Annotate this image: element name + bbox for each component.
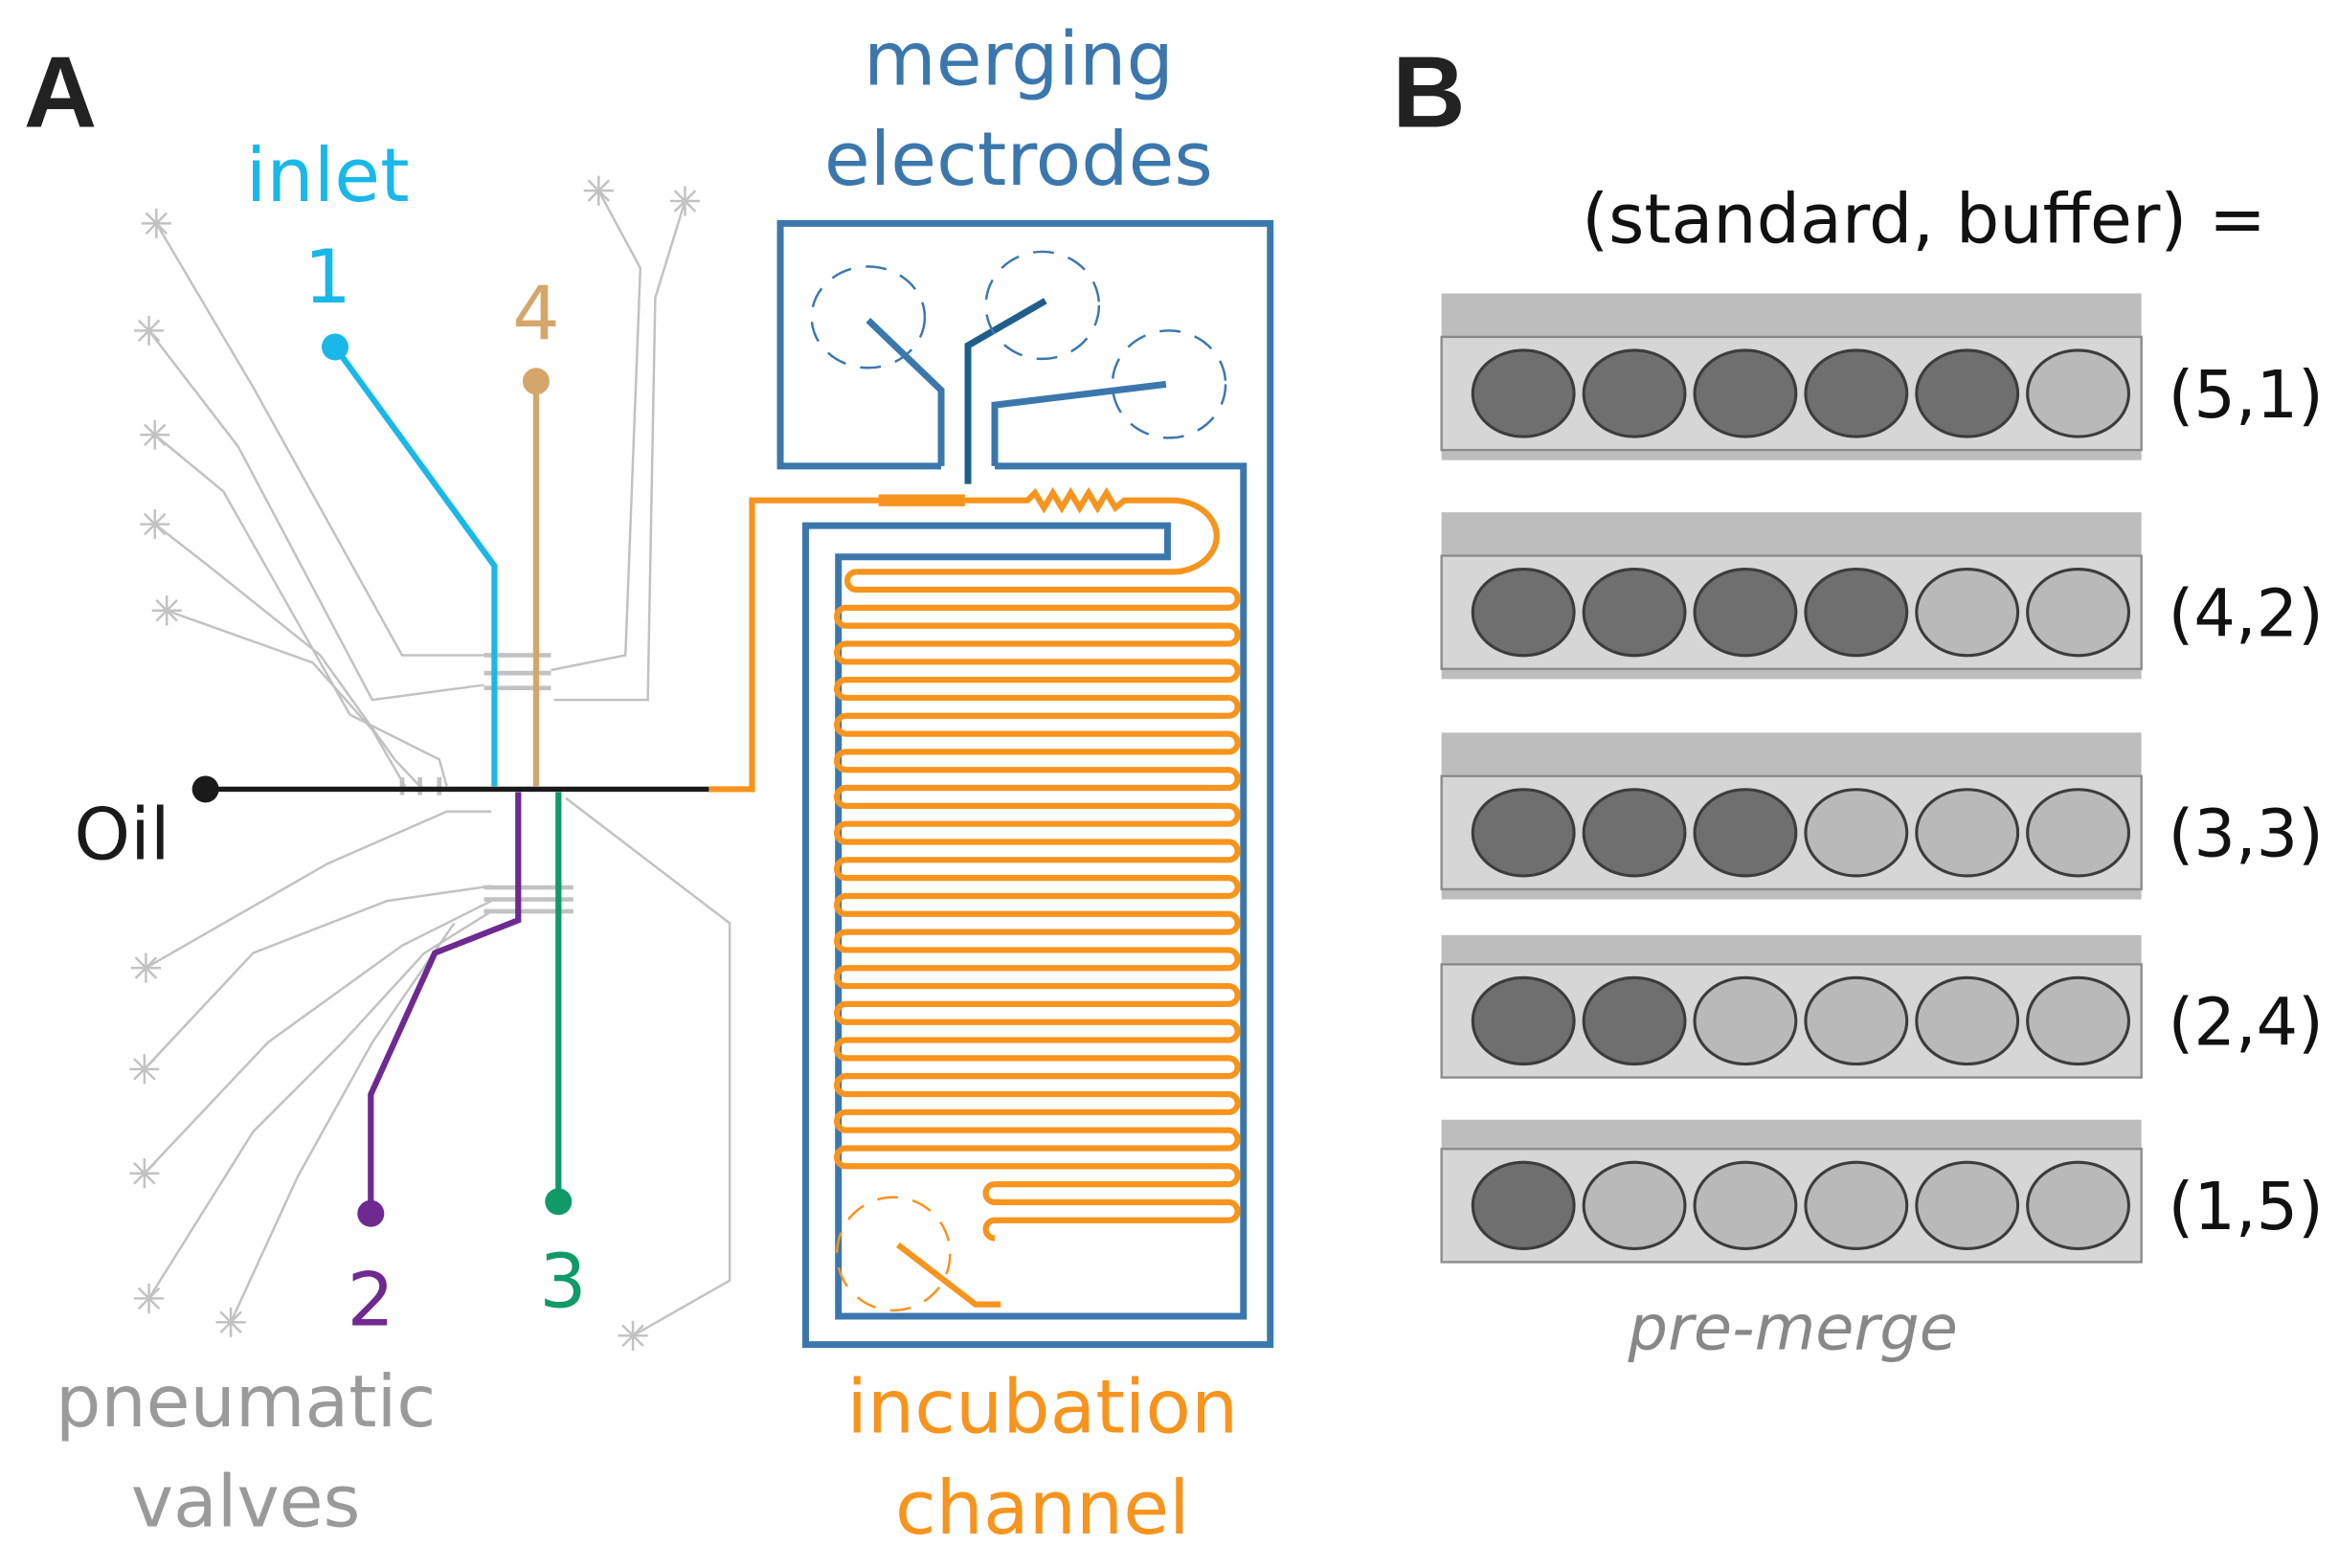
standard-droplet xyxy=(1471,567,1576,658)
incubation-channel xyxy=(708,486,1241,1308)
pneumatic-valve-stars xyxy=(129,175,701,1351)
panel-b-footer: pre-merge xyxy=(1628,1291,1958,1364)
inlet-4-label: 4 xyxy=(512,272,559,358)
oil-label: Oil xyxy=(74,794,169,877)
inlet-1-channel xyxy=(332,345,498,787)
buffer-droplet xyxy=(1915,975,2020,1066)
buffer-droplet xyxy=(2026,567,2131,658)
inlet-2-port xyxy=(357,1199,385,1227)
inlet-3-port xyxy=(545,1188,573,1216)
panel-b-letter: B xyxy=(1392,35,1465,148)
standard-droplet xyxy=(1804,348,1909,438)
inlet-3-label: 3 xyxy=(539,1240,586,1326)
droplet-strip-row: (5,1) xyxy=(1440,293,2324,460)
buffer-droplet xyxy=(1915,567,2020,658)
standard-droplet xyxy=(1693,567,1798,658)
valves-label-line2: valves xyxy=(131,1460,361,1543)
inlet-1-port xyxy=(321,333,348,361)
standard-droplet xyxy=(1471,1160,1576,1251)
standard-droplet xyxy=(1915,348,2020,438)
strip-ratio-label: (5,1) xyxy=(2169,357,2324,434)
electrodes-label-line1: merging xyxy=(864,17,1174,103)
buffer-droplet xyxy=(1693,975,1798,1066)
inlet-label: inlet xyxy=(246,133,410,219)
pneumatic-valve-lines xyxy=(143,190,731,1337)
standard-droplet xyxy=(1471,788,1576,878)
buffer-droplet xyxy=(2026,788,2131,878)
buffer-droplet xyxy=(1915,788,2020,878)
oil-port xyxy=(191,775,219,803)
buffer-droplet xyxy=(2026,1160,2131,1251)
buffer-droplet xyxy=(1804,788,1909,878)
inlet-2-channel xyxy=(368,792,522,1214)
incubation-dashed-circle xyxy=(835,1196,952,1312)
incubation-label-line2: channel xyxy=(895,1466,1190,1552)
buffer-droplet xyxy=(1804,975,1909,1066)
droplet-strip-row: (3,3) xyxy=(1440,732,2324,900)
standard-droplet xyxy=(1582,567,1687,658)
standard-droplet xyxy=(1693,348,1798,438)
standard-droplet xyxy=(1582,975,1687,1066)
inlet-2-label: 2 xyxy=(348,1257,394,1343)
droplet-strip-row: (1,5) xyxy=(1440,1119,2324,1264)
panel-a-letter: A xyxy=(24,35,97,148)
buffer-droplet xyxy=(1804,1160,1909,1251)
strip-ratio-label: (4,2) xyxy=(2169,576,2324,653)
standard-droplet xyxy=(1471,348,1576,438)
panel-b-header: (standard, buffer) = xyxy=(1582,180,2266,259)
strip-ratio-label: (3,3) xyxy=(2169,796,2324,873)
standard-droplet xyxy=(1693,788,1798,878)
standard-droplet xyxy=(1471,975,1576,1066)
electrode-frame xyxy=(776,219,1274,1349)
standard-droplet xyxy=(1804,567,1909,658)
inlet-1-label: 1 xyxy=(303,235,350,321)
buffer-droplet xyxy=(1915,1160,2020,1251)
electrode-center xyxy=(964,298,1047,484)
droplet-strips: (5,1) (4,2) (3,3) (2,4) (1,5) xyxy=(1440,293,2324,1264)
buffer-droplet xyxy=(2026,348,2131,438)
inlet-4-port xyxy=(522,368,550,395)
valves-label-line1: pneumatic xyxy=(56,1360,436,1444)
standard-droplet xyxy=(1582,348,1687,438)
buffer-droplet xyxy=(1693,1160,1798,1251)
electrode-pad-circles xyxy=(810,250,1227,439)
droplet-strip-row: (4,2) xyxy=(1440,512,2324,680)
strip-ratio-label: (1,5) xyxy=(2169,1169,2324,1245)
electrodes-label-line2: electrodes xyxy=(824,117,1213,203)
incubation-label-line1: incubation xyxy=(846,1364,1238,1450)
buffer-droplet xyxy=(2026,975,2131,1066)
strip-ratio-label: (2,4) xyxy=(2169,984,2324,1061)
droplet-strip-row: (2,4) xyxy=(1440,934,2324,1079)
buffer-droplet xyxy=(1582,1160,1687,1251)
standard-droplet xyxy=(1582,788,1687,878)
